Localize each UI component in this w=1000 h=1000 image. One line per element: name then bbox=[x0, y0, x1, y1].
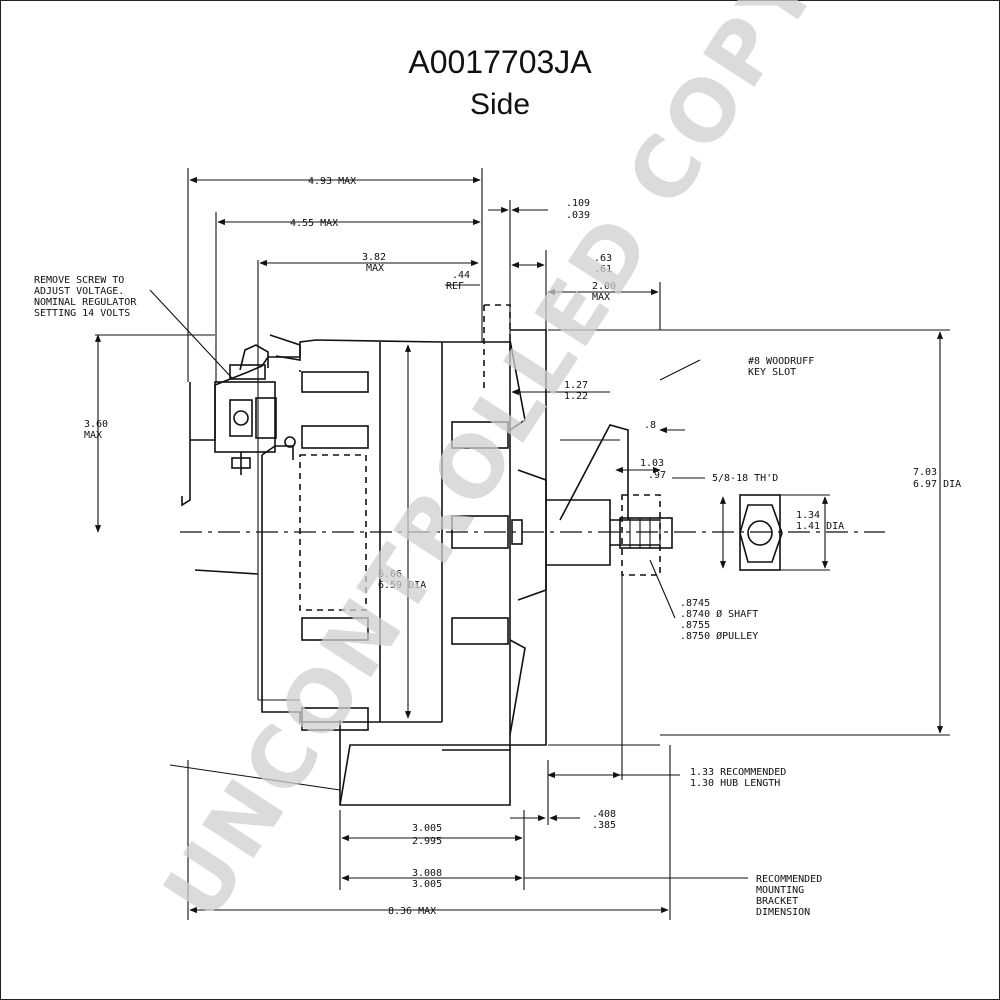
drawing-subtitle: Side bbox=[469, 88, 531, 121]
dim-97: .97 bbox=[648, 470, 666, 481]
dim-1-03: 1.03 bbox=[640, 458, 664, 469]
dim-3-008: 3.008 bbox=[412, 868, 442, 879]
note-bracket-3: BRACKET bbox=[756, 896, 798, 907]
dim-3-60-max: MAX bbox=[84, 430, 102, 441]
dim-shaft-1: .8745 bbox=[680, 598, 710, 609]
dim-2-995: 2.995 bbox=[412, 836, 442, 847]
note-remove-screw-1: REMOVE SCREW TO bbox=[34, 275, 124, 286]
dim-61: .61 bbox=[594, 264, 612, 275]
dim-1-22: 1.22 bbox=[564, 391, 588, 402]
rear-housing bbox=[181, 260, 443, 731]
terminal-hardware bbox=[214, 334, 301, 475]
dim-6-97-dia: 6.97 DIA bbox=[913, 479, 961, 490]
note-remove-screw-2: ADJUST VOLTAGE. bbox=[34, 286, 124, 297]
dim-7-03: 7.03 bbox=[913, 467, 937, 478]
note-thread: 5/8-18 TH'D bbox=[712, 473, 778, 484]
dim-1-41-dia: 1.41 DIA bbox=[796, 521, 844, 532]
drawing-title: A0017703JA bbox=[408, 44, 592, 80]
dim-shaft-4: .8750 ØPULLEY bbox=[680, 630, 758, 642]
dimension-lines bbox=[94, 168, 950, 920]
dim-44-ref: REF bbox=[446, 281, 464, 292]
dim-3-005: 3.005 bbox=[412, 823, 442, 834]
dim-408: .408 bbox=[592, 809, 616, 820]
note-woodruff-1: #8 WOODRUFF bbox=[748, 356, 814, 367]
note-bracket-2: MOUNTING bbox=[756, 885, 804, 896]
dim-109: .109 bbox=[566, 198, 590, 209]
dim-385: .385 bbox=[592, 820, 616, 831]
dim-44: .44 bbox=[452, 270, 470, 281]
note-woodruff-2: KEY SLOT bbox=[748, 367, 796, 378]
dim-6-66: 6.66 bbox=[378, 569, 402, 580]
dim-3-82: 3.82 bbox=[362, 252, 386, 263]
dim-039: .039 bbox=[566, 210, 590, 221]
note-remove-screw-3: NOMINAL REGULATOR bbox=[34, 297, 137, 308]
dim-hub-2: 1.30 HUB LENGTH bbox=[690, 778, 780, 789]
dim-1-27: 1.27 bbox=[564, 380, 588, 391]
dim-6-59-dia: 6.59 DIA bbox=[378, 580, 426, 591]
dim-3-82-max: MAX bbox=[366, 263, 384, 274]
dim-8-36: 8.36 MAX bbox=[388, 906, 436, 917]
note-bracket-4: DIMENSION bbox=[756, 907, 810, 918]
note-remove-screw-4: SETTING 14 VOLTS bbox=[34, 308, 130, 319]
dim-4-93: 4.93 MAX bbox=[308, 176, 356, 187]
dim-shaft-2: .8740 Ø SHAFT bbox=[680, 608, 758, 620]
dim-8: .8 bbox=[644, 420, 656, 431]
dim-hub-1: 1.33 RECOMMENDED bbox=[690, 767, 786, 778]
dim-3-60: 3.60 bbox=[84, 419, 108, 430]
dim-3-005-b: 3.005 bbox=[412, 879, 442, 890]
dim-63: .63 bbox=[594, 253, 612, 264]
dim-2-00-max: MAX bbox=[592, 292, 610, 303]
dim-1-34: 1.34 bbox=[796, 510, 820, 521]
dim-2-00: 2.00 bbox=[592, 281, 616, 292]
dim-shaft-3: .8755 bbox=[680, 620, 710, 631]
note-bracket-1: RECOMMENDED bbox=[756, 874, 822, 885]
dim-4-55: 4.55 MAX bbox=[290, 218, 338, 229]
dimension-labels: 4.93 MAX 4.55 MAX 3.82 MAX .44 REF .109 … bbox=[84, 176, 961, 917]
drawing-notes: REMOVE SCREW TO ADJUST VOLTAGE. NOMINAL … bbox=[34, 275, 822, 918]
